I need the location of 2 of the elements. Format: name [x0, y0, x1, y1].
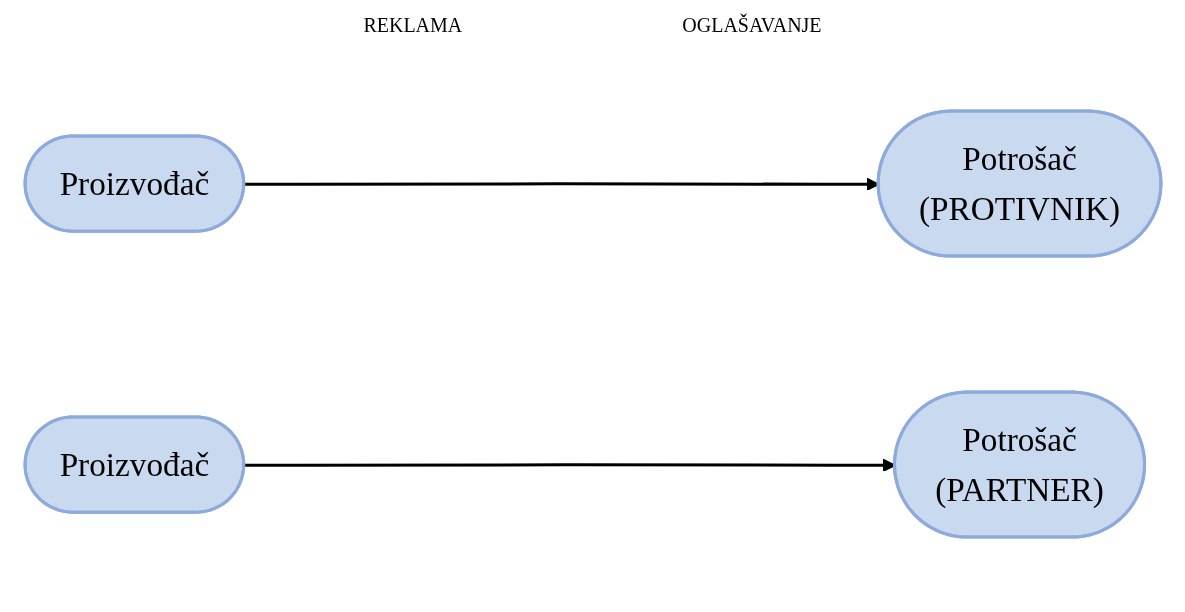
section-heading: OGLAŠAVANJE [682, 14, 822, 37]
section-heading: REKLAMA [363, 14, 463, 37]
